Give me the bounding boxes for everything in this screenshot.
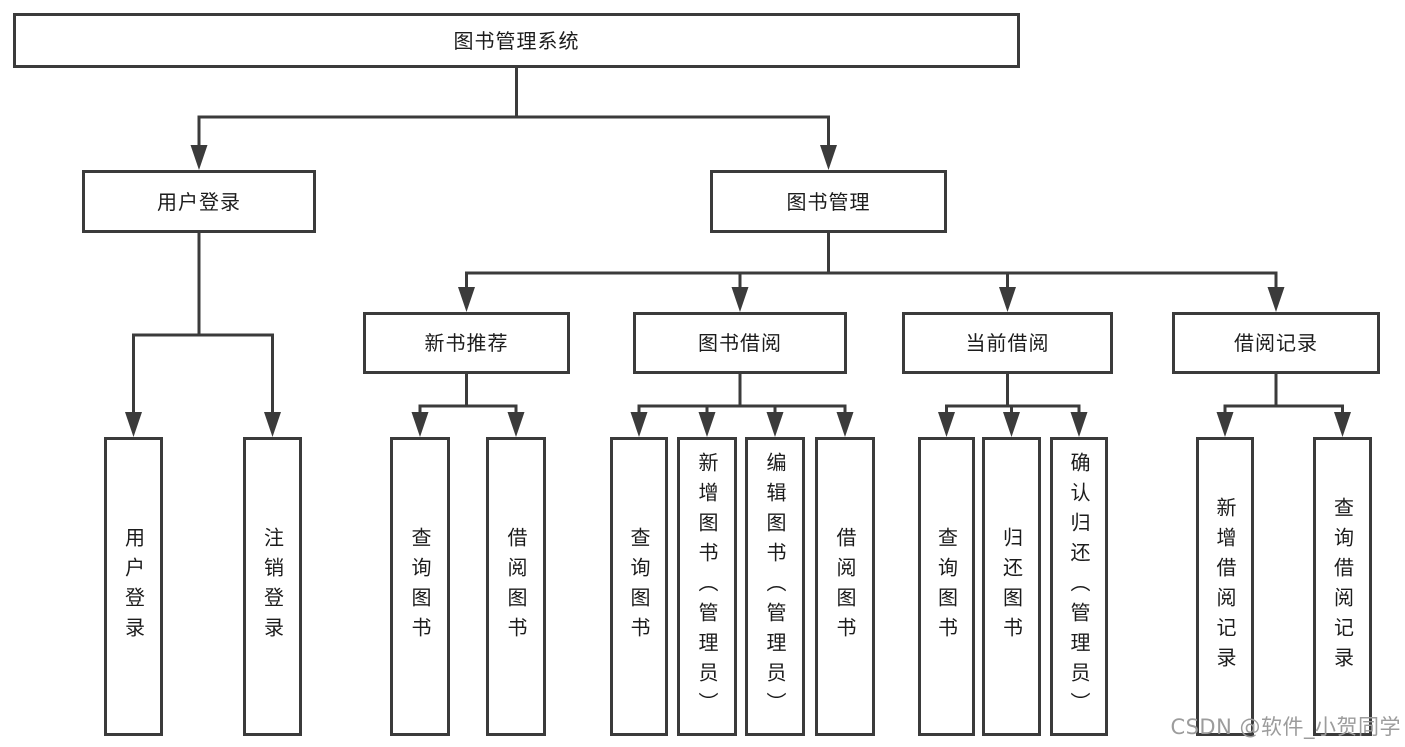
leaf-borrowing-edit-books-admin: 编辑图书（管理员）	[745, 437, 805, 736]
leaf-current-confirm-return-admin-label: 确认归还（管理员）	[1067, 451, 1091, 722]
leaf-borrowing-borrow-books: 借阅图书	[815, 437, 875, 736]
leaf-recommend-query-books: 查询图书	[390, 437, 450, 736]
leaf-current-query-books-label: 查询图书	[934, 526, 959, 647]
node-current-borrowing: 当前借阅	[902, 312, 1113, 374]
leaf-borrowing-query-books-label: 查询图书	[627, 526, 651, 647]
leaf-current-return-books-label: 归还图书	[999, 526, 1024, 647]
leaf-user-login: 用户登录	[104, 437, 163, 736]
leaf-records-query-record: 查询借阅记录	[1313, 437, 1372, 736]
leaf-borrowing-query-books: 查询图书	[610, 437, 668, 736]
leaf-current-return-books: 归还图书	[982, 437, 1041, 736]
node-book-management: 图书管理	[710, 170, 947, 233]
node-user-login: 用户登录	[82, 170, 316, 233]
leaf-logout-label: 注销登录	[260, 526, 285, 647]
node-new-book-recommendation: 新书推荐	[363, 312, 570, 374]
leaf-current-query-books: 查询图书	[918, 437, 975, 736]
leaf-recommend-query-books-label: 查询图书	[408, 526, 432, 647]
leaf-records-add-record: 新增借阅记录	[1196, 437, 1254, 736]
node-book-borrowing: 图书借阅	[633, 312, 847, 374]
leaf-borrowing-add-books-admin: 新增图书（管理员）	[677, 437, 737, 736]
leaf-current-confirm-return-admin: 确认归还（管理员）	[1050, 437, 1108, 736]
csdn-watermark: CSDN @软件_小贺同学	[1170, 715, 1401, 739]
leaf-records-add-record-label: 新增借阅记录	[1213, 496, 1237, 677]
leaf-logout: 注销登录	[243, 437, 302, 736]
leaf-borrowing-borrow-books-label: 借阅图书	[833, 526, 857, 647]
leaf-borrowing-add-books-admin-label: 新增图书（管理员）	[695, 451, 719, 722]
node-root-library-system: 图书管理系统	[13, 13, 1020, 68]
leaf-records-query-record-label: 查询借阅记录	[1330, 496, 1355, 677]
leaf-user-login-label: 用户登录	[121, 526, 146, 647]
leaf-recommend-borrow-books: 借阅图书	[486, 437, 546, 736]
leaf-borrowing-edit-books-admin-label: 编辑图书（管理员）	[763, 451, 787, 722]
node-borrowing-records: 借阅记录	[1172, 312, 1380, 374]
leaf-recommend-borrow-books-label: 借阅图书	[504, 526, 528, 647]
